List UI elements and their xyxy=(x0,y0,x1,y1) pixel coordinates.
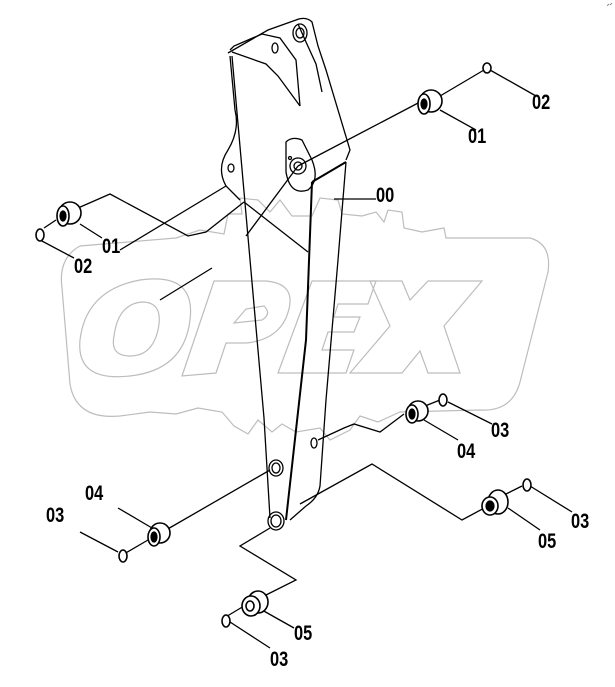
seal-03-right-low xyxy=(522,478,532,492)
bushing-01-right xyxy=(417,89,443,115)
callout-03-right-low: 03 xyxy=(571,510,590,533)
watermark-gear-outline xyxy=(60,197,550,441)
flanged-bushing-05-bottom xyxy=(241,590,269,617)
watermark-logo xyxy=(60,197,550,441)
callout-03-right-mid: 03 xyxy=(491,419,510,442)
corner-mark xyxy=(607,3,613,6)
callout-01-right: 01 xyxy=(468,125,487,148)
flanged-bushing-05-right xyxy=(481,489,509,516)
callout-00: 00 xyxy=(376,184,395,207)
leader-lines xyxy=(39,69,573,649)
callout-05-bottom: 05 xyxy=(294,622,313,645)
callout-02-left: 02 xyxy=(74,255,93,278)
arm-body-part-00 xyxy=(220,17,351,531)
watermark-letter-o xyxy=(79,278,192,378)
watermark-letter-x xyxy=(348,280,484,374)
callout-05-right: 05 xyxy=(538,530,557,553)
seal-03-bottom xyxy=(221,614,231,628)
seal-03-left xyxy=(118,549,128,563)
callout-01-left: 01 xyxy=(102,235,121,258)
callout-02-right: 02 xyxy=(532,91,551,114)
callout-03-bottom: 03 xyxy=(270,648,289,671)
seal-02-left xyxy=(35,228,45,242)
callout-04-left: 04 xyxy=(85,482,104,505)
bushing-01-left xyxy=(56,201,82,227)
callout-04-right: 04 xyxy=(457,440,476,463)
seal-02-right xyxy=(482,62,492,74)
bushing-04-left xyxy=(147,522,171,547)
bushing-04-right xyxy=(405,400,429,424)
seal-03-right-mid xyxy=(438,393,448,407)
callout-03-left: 03 xyxy=(46,504,65,527)
watermark-letter-p xyxy=(181,280,291,377)
